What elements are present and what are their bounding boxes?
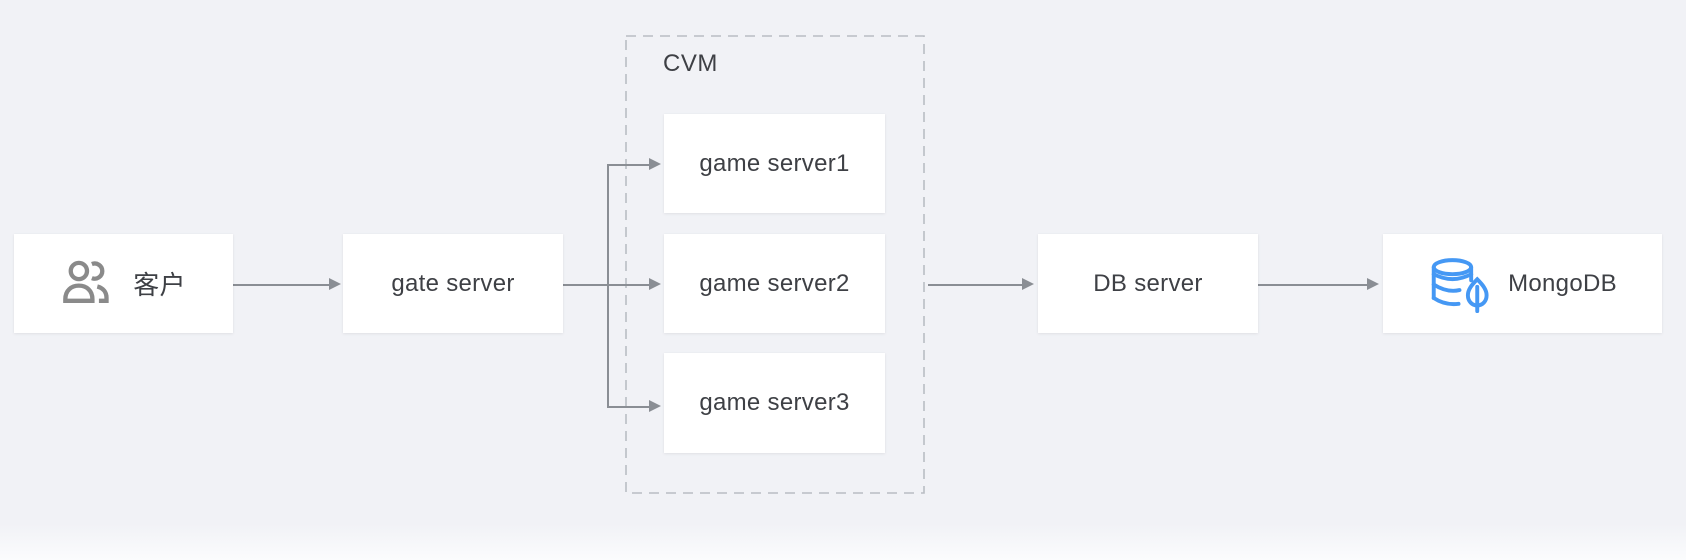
edge-gate-to-game1-line xyxy=(607,164,649,166)
edge-db-to-mongo-line xyxy=(1258,284,1368,286)
node-game-server1: game server1 xyxy=(664,114,885,213)
cvm-group-dashed-border xyxy=(625,35,925,494)
users-icon xyxy=(61,259,113,309)
node-game-server3-label: game server3 xyxy=(699,389,850,416)
node-game-server1-label: game server1 xyxy=(699,149,850,177)
node-db-server-label: DB server xyxy=(1093,269,1203,297)
node-game-server3: game server3 xyxy=(664,353,885,453)
node-customer: 客户 xyxy=(14,234,233,333)
node-game-server2-label: game server2 xyxy=(699,269,850,297)
bottom-fade-strip xyxy=(0,524,1686,560)
edge-customer-to-gate-arrowhead xyxy=(329,278,341,290)
node-gate-server: gate server xyxy=(343,234,563,333)
edge-db-to-mongo-arrowhead xyxy=(1367,278,1379,290)
edge-customer-to-gate-line xyxy=(233,284,330,286)
edge-gate-to-game3-arrowhead xyxy=(649,400,661,412)
mongodb-database-leaf-icon xyxy=(1428,255,1490,313)
node-db-server: DB server xyxy=(1038,234,1258,333)
edge-gate-out-line xyxy=(563,284,649,286)
node-game-server2: game server2 xyxy=(664,234,885,333)
edge-gate-to-game1-arrowhead xyxy=(649,158,661,170)
edge-gate-to-game2-arrowhead xyxy=(649,278,661,290)
edge-gate-to-game3-line xyxy=(607,406,649,408)
node-customer-label: 客户 xyxy=(133,270,186,300)
edge-cvm-to-db-line xyxy=(928,284,1023,286)
edge-cvm-to-db-arrowhead xyxy=(1022,278,1034,290)
node-mongodb: MongoDB xyxy=(1383,234,1662,333)
edge-gate-branch-vertical-line xyxy=(607,164,609,408)
node-gate-server-label: gate server xyxy=(391,269,515,297)
cvm-group-label: CVM xyxy=(663,50,718,77)
node-mongodb-label: MongoDB xyxy=(1508,269,1617,297)
